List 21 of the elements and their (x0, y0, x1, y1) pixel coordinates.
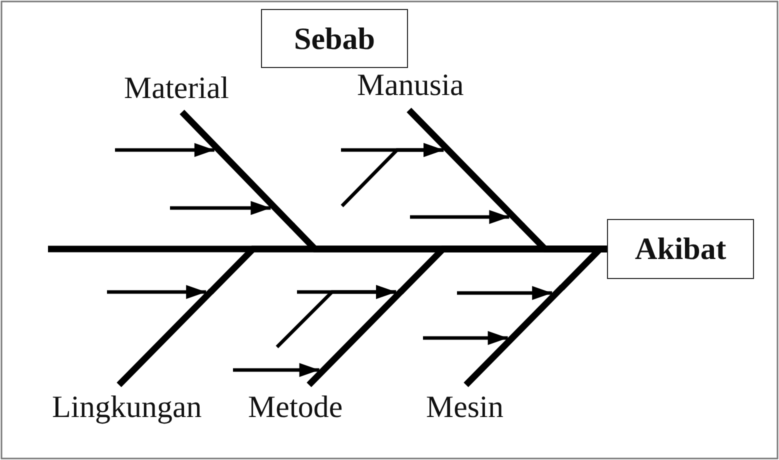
bone-line (306, 288, 404, 388)
category-label: Manusia (357, 69, 464, 100)
bone-line (179, 109, 296, 229)
arrow (170, 201, 271, 215)
arrow (115, 143, 214, 157)
category-label: Material (124, 72, 230, 103)
arrow (423, 331, 508, 345)
cause-heading-box: Sebab (261, 9, 408, 68)
category-label: Metode (248, 391, 343, 422)
arrow (457, 286, 552, 300)
category-label: Lingkungan (52, 391, 202, 422)
bone-line (406, 107, 526, 229)
arrow (276, 285, 396, 348)
bone-line (463, 284, 566, 388)
arrow (410, 210, 510, 224)
category-label: Mesin (426, 391, 504, 422)
effect-box: Akibat (607, 219, 754, 279)
arrow (340, 143, 444, 208)
bone-line (116, 288, 214, 388)
arrow (233, 363, 320, 377)
arrow (107, 285, 206, 299)
